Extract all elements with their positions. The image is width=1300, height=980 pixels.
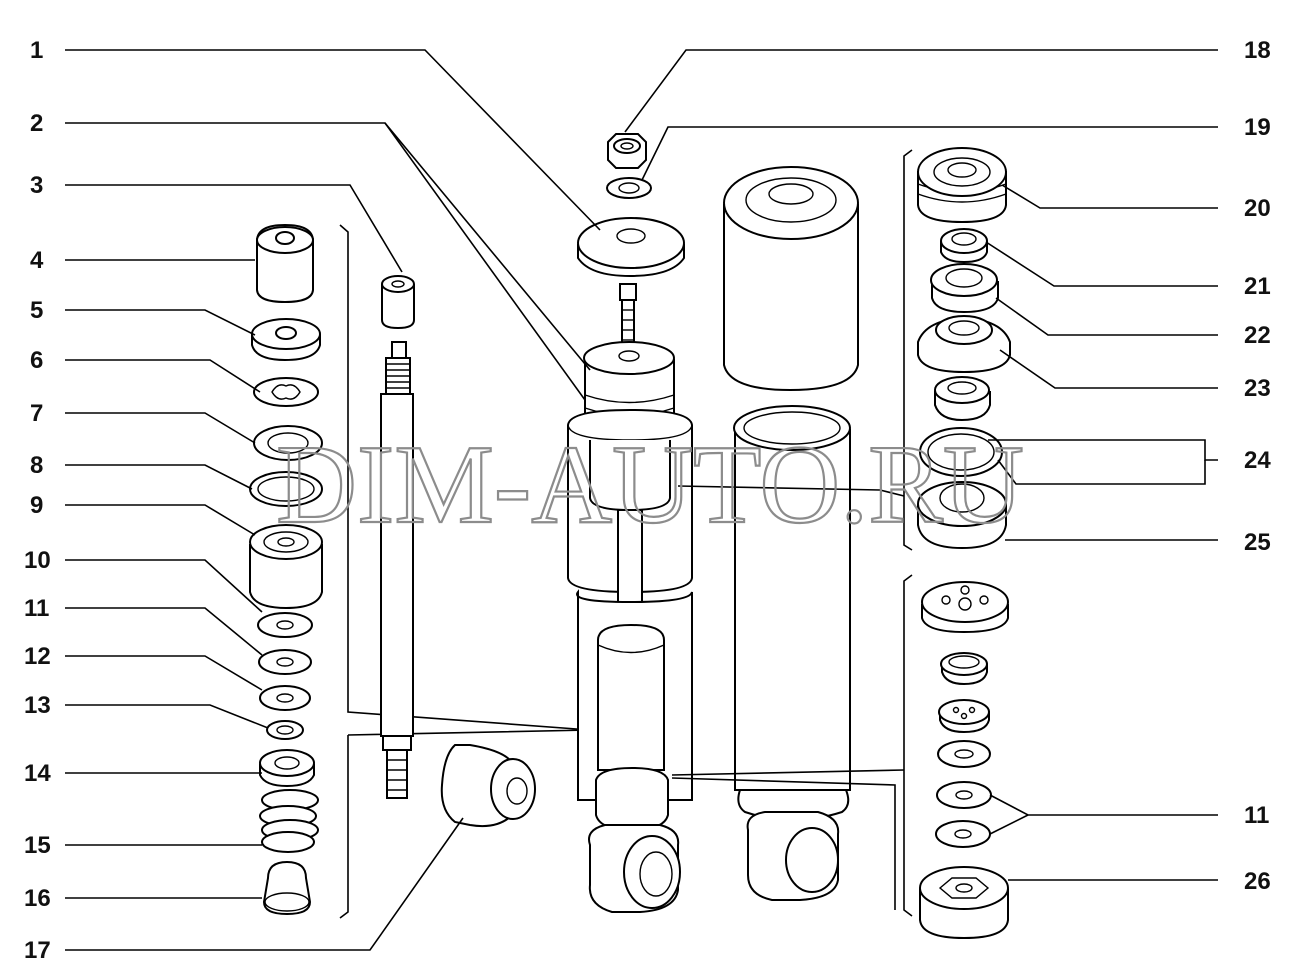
bump-stop-part-4: [256, 223, 314, 304]
right-upper-bracket: [903, 149, 913, 551]
callout-19: 19: [1244, 114, 1271, 141]
seal-ring-part-8: [249, 471, 323, 507]
callout-7: 7: [30, 400, 43, 427]
bearing-part-22: [930, 263, 999, 314]
cap-disc: [940, 652, 988, 686]
right-lower-bracket: [903, 574, 913, 917]
cup-washer-part-1: [577, 217, 685, 278]
callout-13: 13: [24, 692, 51, 719]
callout-15: 15: [24, 832, 51, 859]
callout-22: 22: [1244, 322, 1271, 349]
valve-body-part-14: [259, 749, 315, 788]
sleeve-part-3: [381, 275, 415, 330]
valve-housing-top: [921, 581, 1009, 634]
callout-10: 10: [24, 547, 51, 574]
callout-24: 24: [1244, 447, 1271, 474]
callout-25: 25: [1244, 529, 1271, 556]
leader-lines: [65, 49, 1218, 951]
callout-12: 12: [24, 643, 51, 670]
callout-8: 8: [30, 452, 43, 479]
silent-block-part-17: [440, 744, 536, 828]
callout-11: 11: [24, 595, 49, 622]
callout-3: 3: [30, 172, 43, 199]
outer-casing: [567, 408, 693, 913]
callout-14: 14: [24, 760, 51, 787]
left-group-bracket: [339, 224, 591, 731]
callout-21: 21: [1244, 273, 1271, 300]
valve-disc-part-11-right-a: [936, 781, 992, 809]
bushing-part-21: [940, 228, 988, 264]
bottom-cup-part-25: [917, 481, 1007, 550]
callout-5: 5: [30, 297, 43, 324]
support-cup-part-23: [917, 315, 1011, 374]
top-mount-part-20: [917, 147, 1007, 224]
washer-part-24: [934, 376, 991, 422]
callout-16: 16: [24, 885, 51, 912]
callout-11-right: 11: [1244, 802, 1269, 829]
valve-disc-part-11: [258, 649, 312, 675]
o-ring-part-24: [919, 427, 1003, 477]
valve-disc-part-11-right-b: [935, 820, 991, 848]
callout-2: 2: [30, 110, 43, 137]
spring-part-15: [259, 789, 319, 853]
valve-disc-part-10: [257, 612, 313, 638]
watermark-text: DIM-AUTO.RU: [276, 423, 1024, 547]
washer-part-13: [266, 720, 304, 740]
callout-20: 20: [1244, 195, 1271, 222]
valve-disc-part-12: [259, 685, 311, 711]
washer-part-5: [251, 318, 321, 362]
thin-disc: [937, 740, 991, 768]
ring-part-7: [253, 425, 323, 461]
callout-6: 6: [30, 347, 43, 374]
nut-part-18: [607, 133, 647, 169]
callout-26: 26: [1244, 868, 1271, 895]
callout-23: 23: [1244, 375, 1271, 402]
guide-bushing-part-9: [249, 524, 323, 610]
valve-cap-part-16: [262, 860, 312, 916]
piston-rod: [380, 341, 414, 799]
callout-9: 9: [30, 492, 43, 519]
lock-washer-part-19: [606, 177, 652, 199]
callout-4: 4: [30, 247, 44, 274]
assembled-shock-absorber: [723, 166, 859, 901]
valve-housing-part-26: [919, 866, 1009, 940]
callout-18: 18: [1244, 37, 1271, 64]
callout-1: 1: [30, 37, 43, 64]
perforated-disc: [938, 699, 990, 734]
callout-17: 17: [24, 937, 51, 964]
plate-part-6: [253, 377, 319, 407]
